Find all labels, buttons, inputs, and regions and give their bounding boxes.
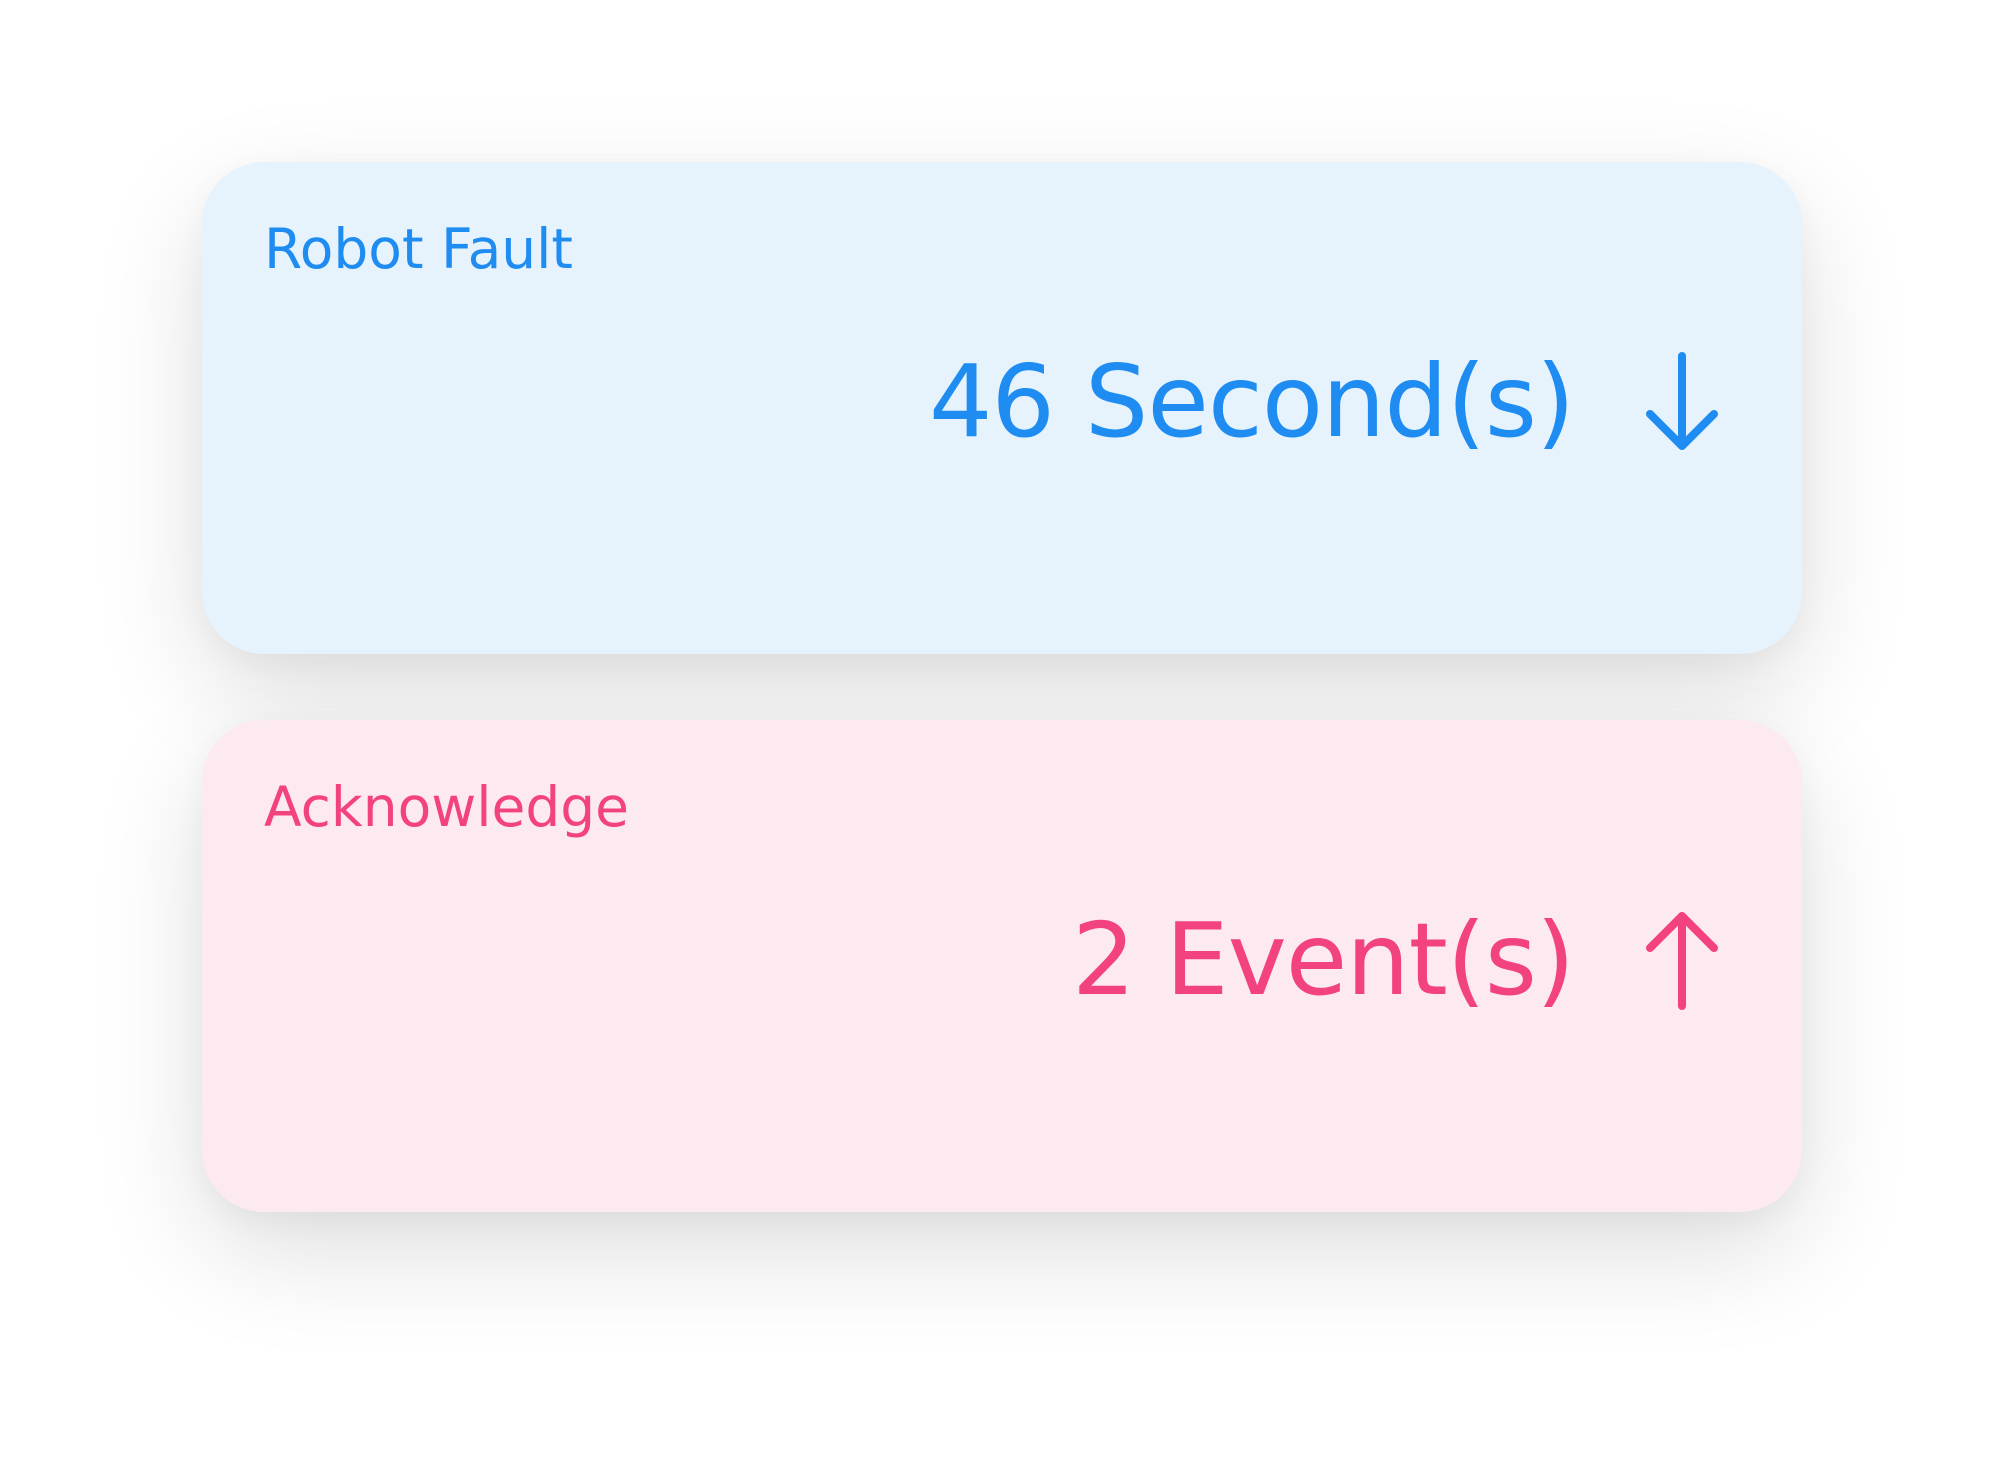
card-value-row: 2 Event(s) [1072, 900, 1722, 1020]
card-value: 2 Event(s) [1071, 901, 1575, 1018]
arrow-up-icon [1646, 912, 1718, 1010]
card-label: Robot Fault [264, 217, 573, 281]
card-label: Acknowledge [264, 775, 630, 839]
card-value-row: 46 Second(s) [929, 342, 1722, 462]
card-value: 46 Second(s) [928, 343, 1575, 460]
robot-fault-card: Robot Fault 46 Second(s) [202, 162, 1802, 654]
acknowledge-card: Acknowledge 2 Event(s) [202, 720, 1802, 1212]
arrow-down-icon [1646, 352, 1718, 450]
